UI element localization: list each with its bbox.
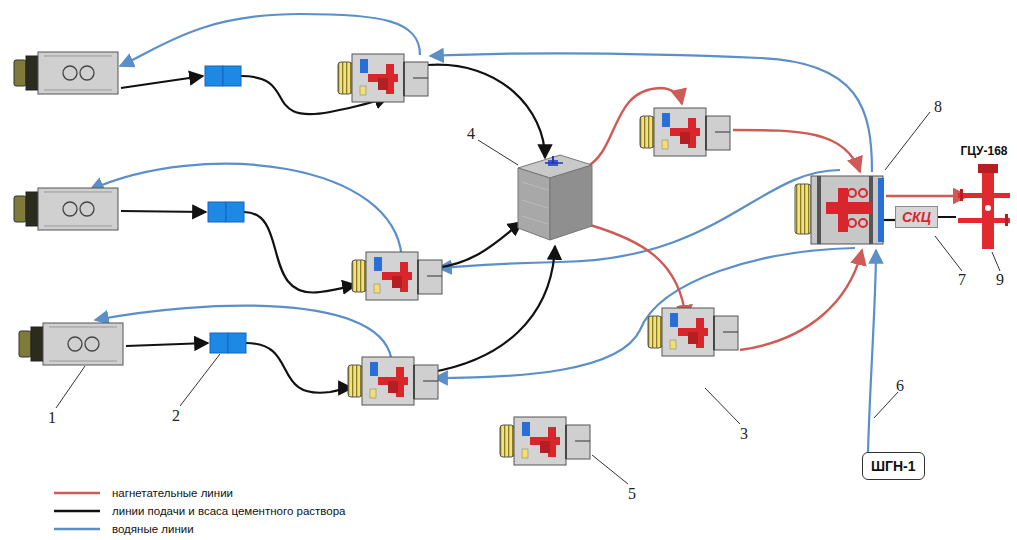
callout-number: 3 [740,426,748,442]
callout-number: 9 [996,272,1004,288]
legend-item: линии подачи и всаса цементного раствора [52,502,345,520]
legend-line-sample [52,506,102,516]
mixer [205,66,241,86]
connector [938,216,956,218]
legend-text: линии подачи и всаса цементного раствора [112,505,345,517]
cementing-head: ГЦУ-168 [956,144,1012,256]
callout-number: 5 [628,486,636,502]
cementing-unit [348,357,438,405]
node-label: СКЦ [902,209,931,225]
cementing-unit [648,308,738,356]
callout-number: 2 [172,408,180,424]
legend-line-sample [52,488,102,498]
mixer [210,333,246,353]
slurry-lines [121,65,897,393]
node-label: ГЦУ-168 [956,144,1012,158]
averaging-tank [518,155,592,240]
legend-item: нагнетательные линии [52,484,345,502]
legend-text: водяные линии [112,523,194,535]
callout-number: 6 [896,378,904,394]
cementing-unit [338,54,428,102]
callout-number: 7 [958,272,966,288]
cementing-unit [640,108,730,156]
legend-text: нагнетательные линии [112,487,233,499]
water-truck [19,323,123,365]
mixer [208,202,244,222]
node-label: ШГН-1 [871,458,916,474]
cementing-unit [352,252,442,300]
centralizer-box: СКЦ [895,206,938,228]
leader-lines [56,112,1000,484]
legend: нагнетательные линии линии подачи и всаса… [52,484,345,538]
callout-number: 4 [467,126,475,142]
cementing-head-shape [956,144,1012,256]
pressure-lines [585,88,968,350]
water-lines [90,14,876,452]
pump-unit-box: ШГН-1 [862,452,925,480]
legend-item: водяные линии [52,520,345,538]
callout-number: 8 [934,99,942,115]
water-truck [14,188,118,230]
manifold-block [795,176,884,244]
water-truck [14,52,118,94]
callout-number: 1 [48,410,56,426]
legend-line-sample [52,524,102,534]
cementing-unit [500,417,590,465]
